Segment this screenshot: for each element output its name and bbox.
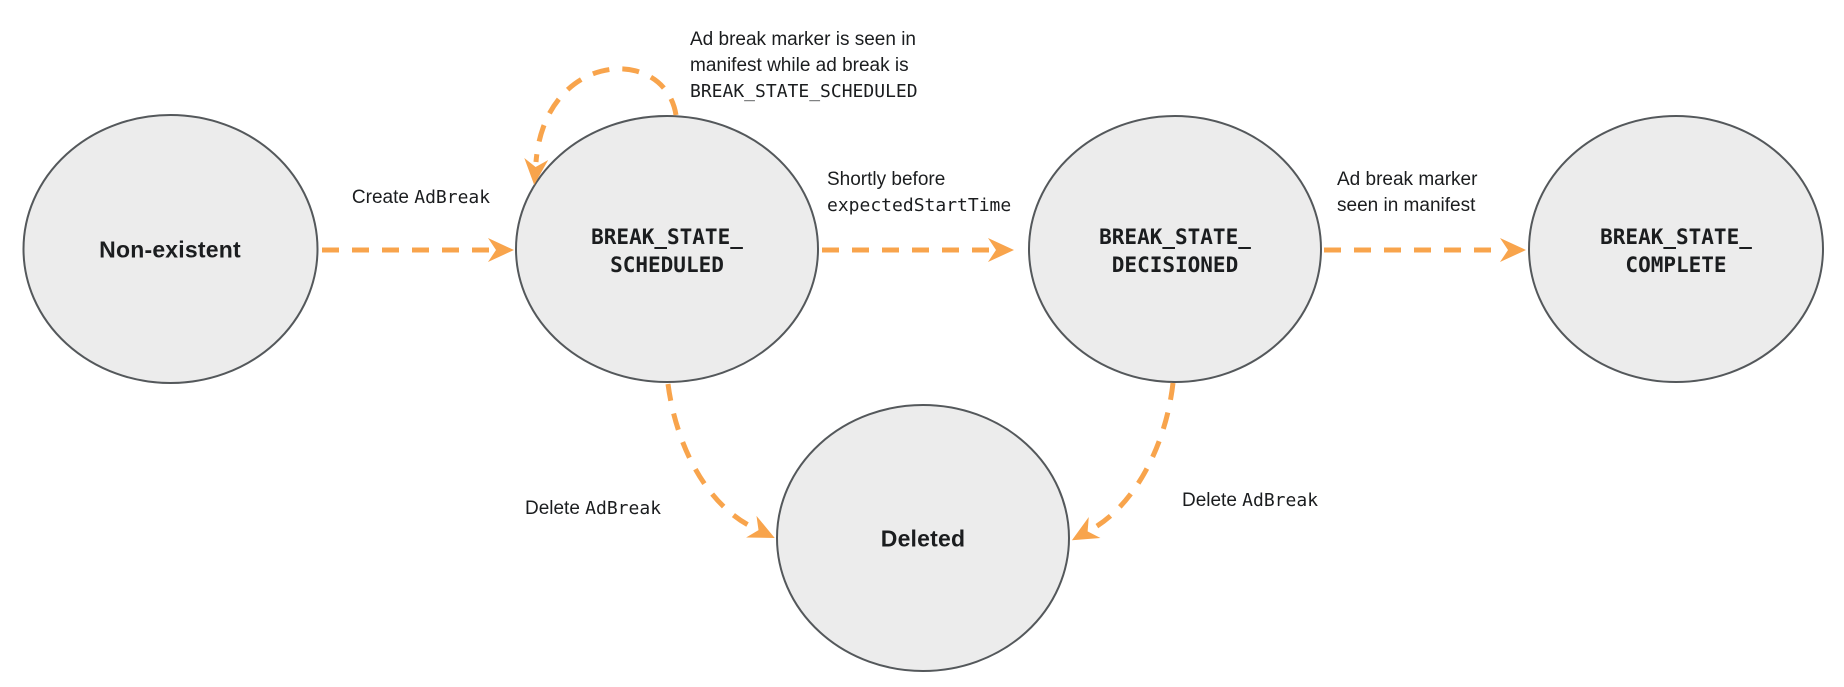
edge-label-line: seen in manifest [1337, 195, 1476, 216]
edge-label-plain: Shortly before [827, 169, 946, 190]
edge-delete-from-decisioned-arrow [1071, 382, 1176, 541]
edge-label-line: Ad break marker is seen in [690, 29, 916, 50]
edge-label-line: manifest while ad break is [690, 55, 909, 76]
edge-label-ad-break-marker-seen: Ad break marker seen in manifest [1337, 167, 1477, 219]
node-label-line: BREAK_STATE_ [591, 225, 743, 249]
state-node-break-state-complete [1528, 115, 1824, 383]
edge-label-code: AdBreak [585, 498, 662, 519]
state-node-non-existent [22, 114, 319, 384]
edge-label-code: expectedStartTime [827, 195, 1012, 216]
node-label-line: BREAK_STATE_ [1600, 225, 1752, 249]
edge-self-loop-scheduled-arrow [524, 66, 679, 185]
edge-label-plain: Create [351, 187, 415, 208]
node-label-line: COMPLETE [1625, 253, 1727, 277]
edge-label-plain: Delete [1181, 490, 1243, 511]
edge-label-self-loop: Ad break marker is seen in manifest whil… [690, 27, 918, 105]
node-label-line: BREAK_STATE_ [1099, 225, 1251, 249]
state-node-break-state-decisioned [1028, 115, 1322, 383]
edge-label-delete-adbreak-right: Delete AdBreak [1182, 488, 1318, 514]
edge-label-delete-adbreak-left: Delete AdBreak [525, 496, 661, 522]
node-label-break-state-decisioned: BREAK_STATE_ DECISIONED [1099, 223, 1251, 279]
state-node-break-state-scheduled [515, 115, 819, 383]
node-label-line: DECISIONED [1111, 253, 1239, 277]
node-label-deleted: Deleted [880, 525, 966, 552]
node-label-line: SCHEDULED [610, 253, 724, 277]
edge-label-code: AdBreak [414, 187, 491, 208]
edge-label-line: Ad break marker [1337, 169, 1478, 190]
edge-label-code: BREAK_STATE_SCHEDULED [690, 81, 918, 102]
edge-label-shortly-before: Shortly before expectedStartTime [827, 167, 1011, 219]
state-node-deleted [776, 404, 1070, 672]
node-label-break-state-scheduled: BREAK_STATE_ SCHEDULED [591, 223, 743, 279]
node-label-non-existent: Non-existent [99, 236, 241, 263]
edge-label-plain: Delete [524, 498, 586, 519]
node-label-break-state-complete: BREAK_STATE_ COMPLETE [1600, 223, 1752, 279]
edge-label-code: AdBreak [1242, 490, 1319, 511]
edge-label-create-adbreak: Create AdBreak [352, 185, 490, 211]
edge-delete-from-scheduled-arrow [665, 383, 775, 538]
